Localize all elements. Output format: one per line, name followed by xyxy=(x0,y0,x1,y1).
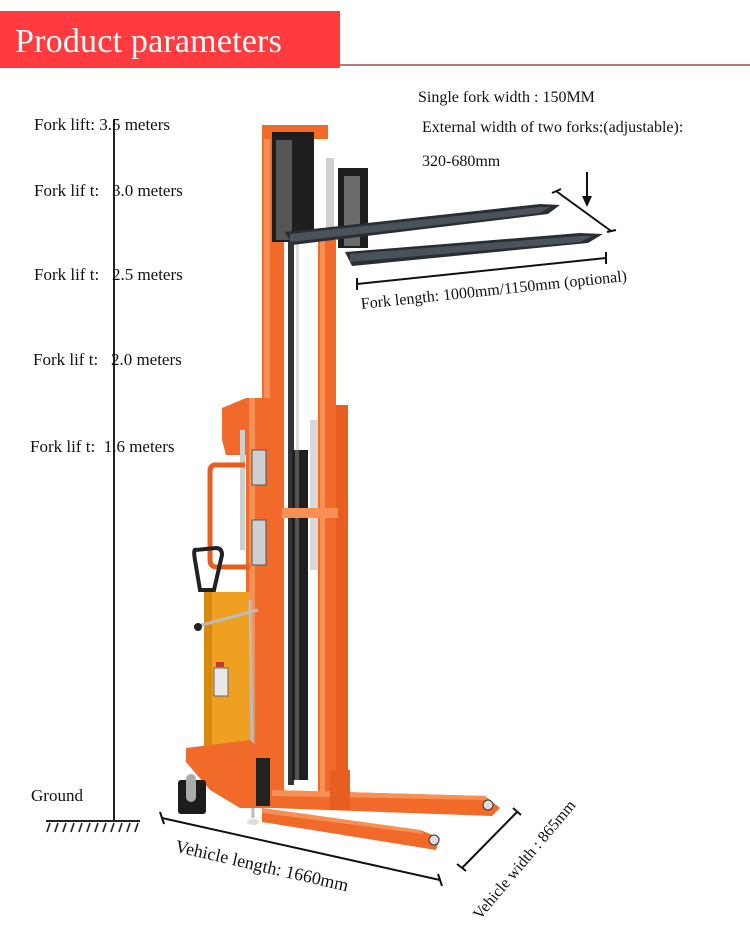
lift-height-value: 3.0 meters xyxy=(111,181,183,200)
ground-label: Ground xyxy=(31,786,83,805)
lift-height-value: 3.5 meters xyxy=(99,115,171,134)
lift-height-1-6: Fork lif t: 1.6 meters xyxy=(30,437,175,457)
lift-height-label: Fork lif t xyxy=(33,350,94,369)
lift-height-2-0: Fork lif t: 2.0 meters xyxy=(33,350,182,370)
lift-height-value: 2.0 meters xyxy=(110,350,182,369)
lift-height-3-0: Fork lif t: 3.0 meters xyxy=(34,181,183,201)
header-banner: Product parameters xyxy=(0,11,340,68)
lift-height-2-5: Fork lif t: 2.5 meters xyxy=(34,265,183,285)
separator: : xyxy=(90,115,95,134)
separator: : xyxy=(90,437,96,456)
lift-height-label: Fork lif t xyxy=(34,181,95,200)
lift-height-label: Fork lif t xyxy=(34,265,95,284)
external-width-value: 320-680mm xyxy=(422,153,501,170)
separator: : xyxy=(94,181,100,200)
lift-height-value: 1.6 meters xyxy=(103,437,175,456)
separator: : xyxy=(94,265,100,284)
header-divider xyxy=(340,64,750,66)
separator: : xyxy=(93,350,99,369)
external-width-label: External width of two forks:(adjustable)… xyxy=(422,119,684,136)
lift-height-3-5: Fork lift: 3.5 meters xyxy=(34,115,170,135)
single-fork-width: Single fork width : 150MM xyxy=(418,89,595,106)
lift-height-label: Fork lift xyxy=(34,115,91,134)
page-title: Product parameters xyxy=(15,23,283,60)
lift-height-label: Fork lif t xyxy=(30,437,91,456)
lift-height-value: 2.5 meters xyxy=(111,265,183,284)
